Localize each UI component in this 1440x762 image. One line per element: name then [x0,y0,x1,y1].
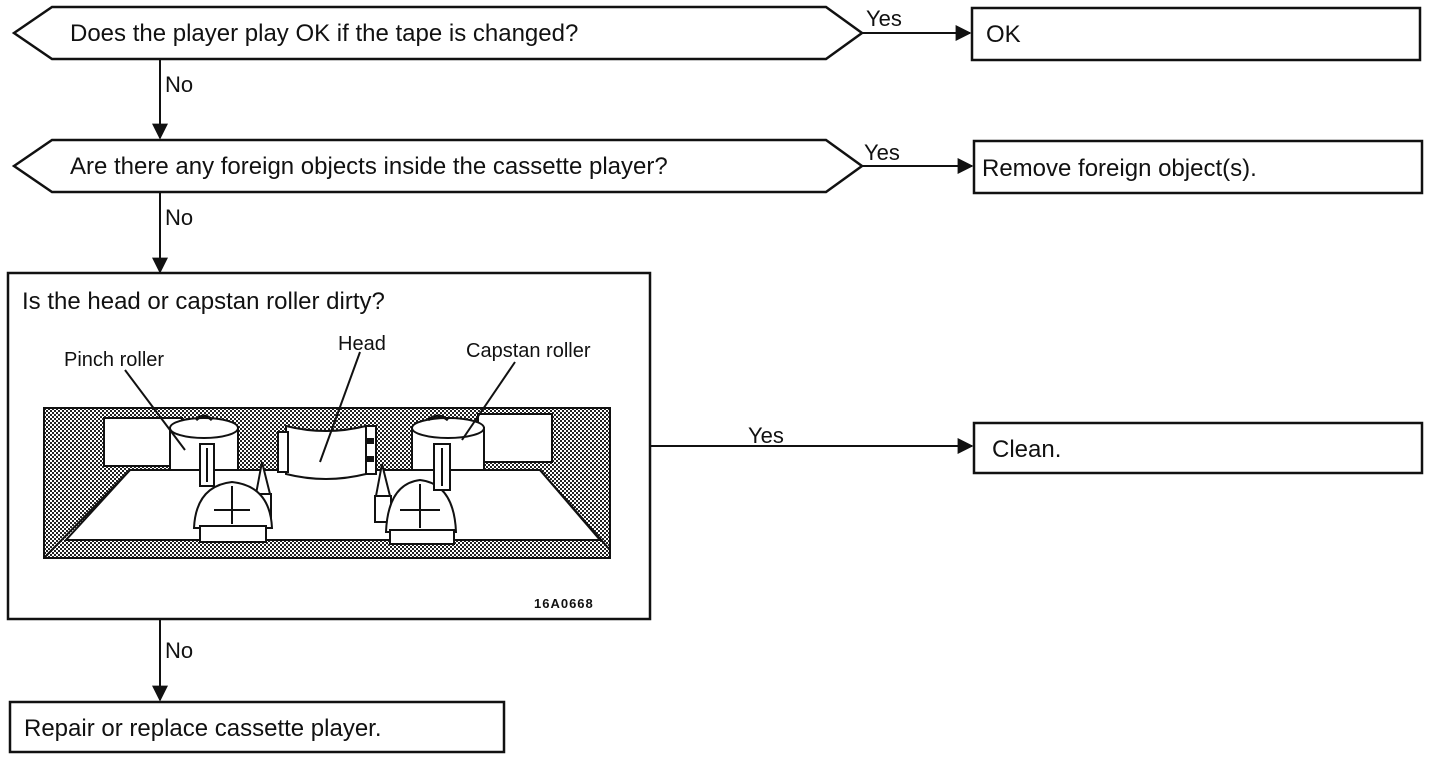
connector-yes-3: Yes [650,423,974,454]
figure-code: 16A0668 [534,596,594,611]
decision-tape-change: Does the player play OK if the tape is c… [11,5,865,61]
no-label-3: No [165,638,193,663]
result-ok-text: OK [986,21,1021,48]
right-dome-part [384,478,458,545]
decision-tape-change-text: Does the player play OK if the tape is c… [70,20,578,47]
pinch-roller-part [169,414,239,487]
decision-head-dirty-text: Is the head or capstan roller dirty? [22,288,385,315]
result-clean: Clean. [972,421,1424,475]
decision-foreign-objects-text: Are there any foreign objects inside the… [70,153,668,180]
head-label: Head [338,333,386,355]
connector-no-2: No [152,193,193,274]
result-clean-text: Clean. [992,436,1061,463]
left-dome-part [192,480,274,543]
yes-label-1: Yes [866,6,902,31]
yes-label-2: Yes [864,140,900,165]
connector-yes-2: Yes [862,140,974,174]
decision-head-dirty: Is the head or capstan roller dirty? [6,271,652,621]
decision-foreign-objects: Are there any foreign objects inside the… [11,138,865,194]
result-repair-replace-text: Repair or replace cassette player. [24,715,382,742]
capstan-roller-part [411,414,485,491]
result-remove-objects-text: Remove foreign object(s). [982,155,1257,182]
no-label-1: No [165,72,193,97]
result-remove-objects: Remove foreign object(s). [972,139,1424,195]
cassette-mechanism-illustration: Pinch roller Head Capstan roller 16A0668 [43,333,611,611]
connector-no-1: No [152,60,193,140]
no-label-2: No [165,205,193,230]
connector-no-3: No [152,619,193,702]
capstan-roller-label: Capstan roller [466,340,591,362]
head-part [277,424,377,480]
pinch-roller-label: Pinch roller [64,349,164,371]
connector-yes-1: Yes [862,6,972,41]
result-ok: OK [970,6,1422,62]
result-repair-replace: Repair or replace cassette player. [8,700,506,754]
yes-label-3: Yes [748,423,784,448]
